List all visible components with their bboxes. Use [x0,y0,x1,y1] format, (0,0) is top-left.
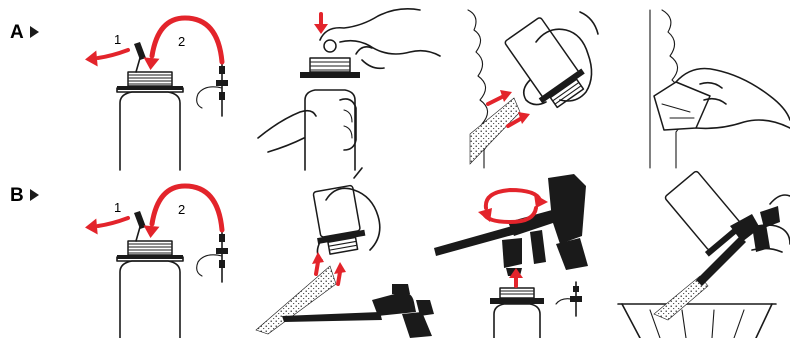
panel-b4-spray-bucket [618,168,790,338]
row-b-label: B [10,185,24,206]
step-1-label: 1 [114,32,121,47]
row-arrow-icon [30,189,39,201]
step-1-label: 1 [114,200,121,215]
red-direction-arrow-icon [338,272,340,284]
panel-a1-remove-cap: 1 2 [84,18,228,170]
red-direction-arrow-icon [98,50,128,58]
panel-b2-clean-gun [256,168,434,338]
red-direction-arrow-icon [98,218,128,226]
row-a-marker: A [10,22,39,43]
panel-a2-press-valve [258,9,440,170]
red-direction-arrow-icon [316,262,318,274]
row-a-label: A [10,22,24,43]
panel-b3-attach-gun [434,174,588,338]
adapter-piece [197,64,228,116]
red-direction-arrow-icon [488,96,504,104]
panel-a3-test-spray [468,10,598,168]
adapter-piece [197,232,228,282]
red-direction-arrow-icon [152,18,222,62]
step-2-label: 2 [178,34,185,49]
panel-a4-wipe-cloth [650,10,790,168]
panel-b1-remove-cap: 1 2 [84,186,228,338]
row-arrow-icon [30,26,39,38]
step-2-label: 2 [178,202,185,217]
cap-piece [134,42,146,72]
red-direction-arrow-icon [152,186,222,230]
row-b-marker: B [10,185,39,206]
